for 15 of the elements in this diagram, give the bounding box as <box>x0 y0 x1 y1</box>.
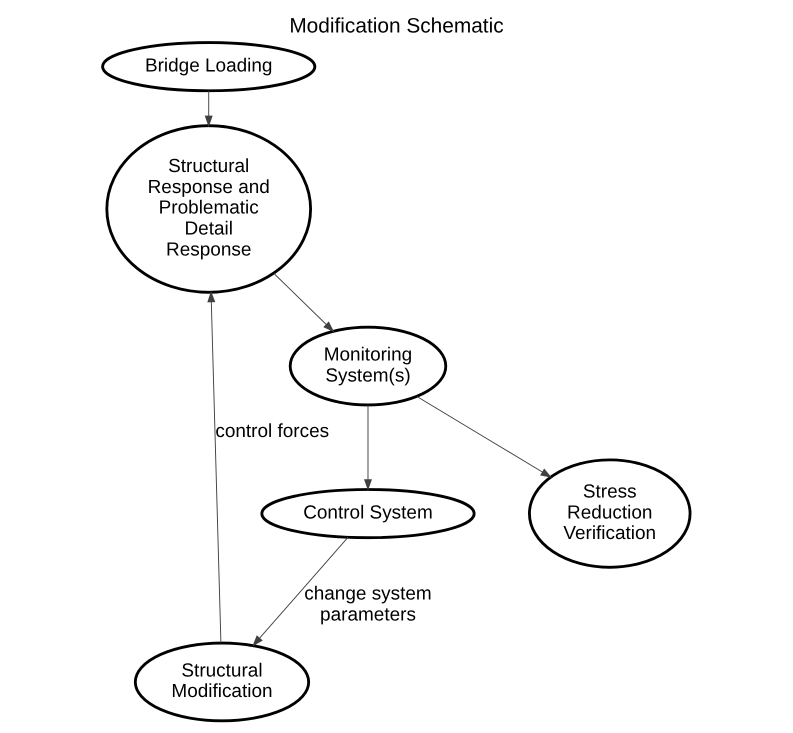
arrow <box>273 273 334 332</box>
arrow <box>416 396 552 478</box>
arrow <box>364 404 372 491</box>
node-ellipse: Bridge Loading <box>101 41 316 92</box>
diagram-title: Modification Schematic <box>289 14 504 38</box>
edge-label: control forces <box>215 421 330 442</box>
node-ellipse: Stress Reduction Verification <box>528 458 692 569</box>
edge-label: change system parameters <box>304 583 432 626</box>
arrow <box>204 90 213 128</box>
arrow <box>252 536 348 646</box>
node-ellipse: Control System <box>260 488 476 540</box>
node-ellipse: Structural Modification <box>134 642 310 722</box>
node-ellipse: Monitoring System(s) <box>288 326 448 406</box>
node-ellipse: Structural Response and Problematic Detail Response <box>105 124 312 294</box>
arrow <box>207 290 222 644</box>
